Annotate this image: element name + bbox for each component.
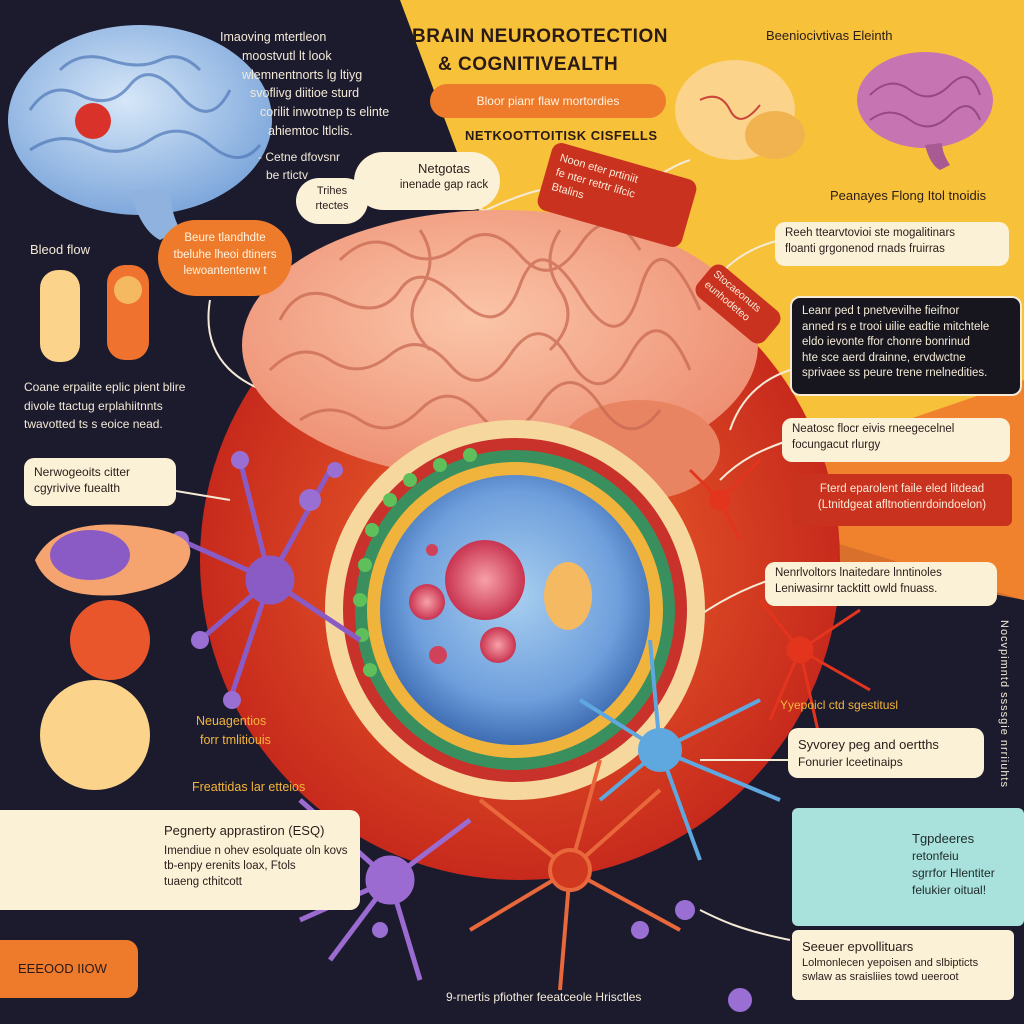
bottom-right-info-box: Seeuer epvollituars Lolmonlecen yepoisen… xyxy=(792,930,1014,1000)
infographic-title-line2: & COGNITIVEALTH xyxy=(438,54,619,75)
subtitle: NETKOOTTOITISK CISFELLS xyxy=(465,128,658,143)
right-info-box-4: Fterd eparolent faile eled litdead (Ltni… xyxy=(792,474,1012,526)
orange-neuron xyxy=(468,759,681,991)
right-info-box-3: Neatosc flocr eivis rneegecelnel focunga… xyxy=(782,418,1010,462)
top-right-heading: Beeniocivtivas Eleinth xyxy=(766,28,893,43)
blue-neuron xyxy=(578,639,781,861)
cell-cross-section xyxy=(325,420,705,800)
vertical-side-text: Nocvpimntd ssssgie nrriiuhts xyxy=(998,620,1010,788)
neurogenesis-label: Neuagentios forr tmlitiouis xyxy=(196,714,271,748)
teal-info-box: Tgpdeeres retonfeiu sgrrfor Hlentiter fe… xyxy=(792,808,1024,926)
left-info-box-1: Nerwogeoits citter cgyrivive fuealth xyxy=(24,458,176,506)
blood-vessel-icons xyxy=(40,265,149,362)
bubble-netgotas: Netgotas inenade gap rack xyxy=(354,152,500,210)
footer-caption: 9-rnertis pfiother feeatceole Hrisctles xyxy=(446,990,642,1004)
yellow-brain-illustration xyxy=(675,60,805,160)
right-info-box-5: Nenrlvoltors lnaitedare lnntinoles Leniw… xyxy=(765,562,997,606)
red-neuron xyxy=(688,458,871,741)
top-left-note: - Cetne dfovsnr be rtictv xyxy=(258,150,341,182)
cell-organ-illustration xyxy=(35,524,191,596)
neuron-ball-illustration xyxy=(70,600,150,680)
synapse-info-box: Syvorey peg and oertths Fonurier lceetin… xyxy=(788,728,984,778)
bottom-left-info-box: Pegnerty apprastiron (ESQ) Imendiue n oh… xyxy=(0,810,360,910)
left-caption: Coane erpaiite eplic pient blire divole … xyxy=(24,380,186,432)
purple-neuron xyxy=(178,459,362,701)
right-info-box-2: Leanr ped t pnetvevilhe fieifnor anned r… xyxy=(790,296,1022,396)
synapse-label: Yyepoicl ctd sgestitusl xyxy=(780,698,899,712)
blood-flow-label: Bleod flow xyxy=(30,242,90,257)
blue-brain-illustration xyxy=(8,25,272,240)
freattidas-label: Freattidas lar etteios xyxy=(192,780,306,794)
top-right-caption: Peanayes Flong Itol tnoidis xyxy=(830,188,987,203)
bottom-left-pill: EEEOOD IIOW xyxy=(0,940,138,998)
top-left-description: Imaoving mtertleon moostvutl lt look wle… xyxy=(220,30,390,138)
right-info-box-1: Reeh ttearvtovioi ste mogalitinars floan… xyxy=(775,222,1009,266)
brain-ball-illustration xyxy=(40,680,150,790)
title-pill: Bloor pianr flaw mortordies xyxy=(430,84,666,118)
purple-brain-illustration xyxy=(857,52,993,170)
infographic-title-line1: BRAIN NEUROROTECTION xyxy=(412,26,668,47)
left-orange-pill: Beure tlandhdte tbeluhe lheoi dtiners le… xyxy=(158,220,292,296)
